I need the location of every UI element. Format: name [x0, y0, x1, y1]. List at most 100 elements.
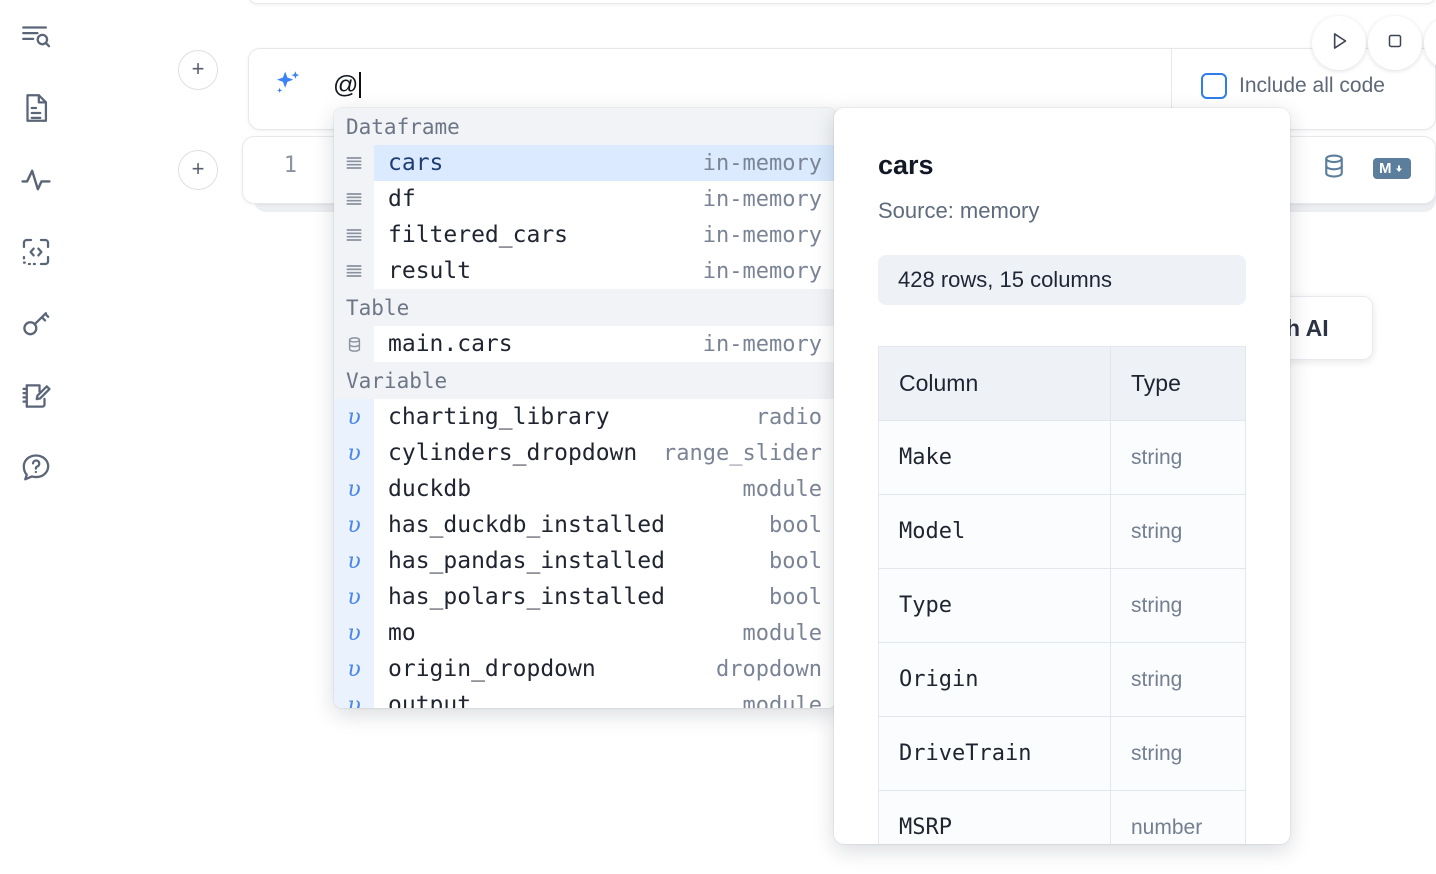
rail-item-snippets[interactable] [14, 230, 58, 274]
completion-item-has-duckdb-installed[interactable]: υ has_duckdb_installed bool [334, 507, 836, 543]
completion-item-has-polars-installed[interactable]: υ has_polars_installed bool [334, 579, 836, 615]
add-cell-below-button[interactable]: + [178, 150, 218, 190]
rail-item-activity[interactable] [14, 158, 58, 202]
completion-item-type: in-memory [702, 150, 822, 176]
dataframe-rows-icon [334, 181, 374, 217]
completion-item-type: in-memory [702, 331, 822, 357]
add-cell-above-label: + [191, 56, 205, 81]
completion-item-name: main.cars [388, 331, 513, 357]
database-icon[interactable] [1319, 151, 1349, 186]
run-cell-button[interactable] [1312, 16, 1366, 70]
cell-column-name: Type [878, 568, 1110, 642]
rail-item-outline-search[interactable] [14, 14, 58, 58]
more-actions-button[interactable] [1424, 16, 1436, 70]
cell-column-type: string [1110, 568, 1246, 642]
text-caret [359, 72, 362, 98]
dataframe-rows-icon [334, 217, 374, 253]
dataframe-rows-icon [334, 253, 374, 289]
completion-item-name: output [388, 692, 472, 708]
left-icon-rail [0, 0, 72, 874]
help-chat-icon [19, 451, 53, 485]
table-header-row: Column Type [878, 346, 1246, 420]
completion-item-mo[interactable]: υ mo module [334, 615, 836, 651]
completion-item-name: duckdb [388, 476, 472, 502]
completion-item-output[interactable]: υ output module [334, 687, 836, 708]
completion-item-type: in-memory [702, 222, 822, 248]
completion-item-name: mo [388, 620, 416, 646]
completion-item-type: module [742, 476, 822, 502]
completion-group-header: Dataframe [334, 108, 836, 145]
cell-toolbar: M [1319, 151, 1411, 186]
cell-column-name: Origin [878, 642, 1110, 716]
rail-item-secrets[interactable] [14, 302, 58, 346]
completion-item-has-pandas-installed[interactable]: υ has_pandas_installed bool [334, 543, 836, 579]
ai-prompt-input[interactable]: @ [333, 71, 362, 100]
file-text-icon [19, 91, 53, 125]
code-snippets-icon [19, 235, 53, 269]
completion-item-name: charting_library [388, 404, 610, 430]
variable-upsilon-icon: υ [334, 687, 374, 708]
markdown-icon[interactable]: M [1373, 158, 1411, 179]
outline-search-icon [19, 19, 53, 53]
completion-item-origin-dropdown[interactable]: υ origin_dropdown dropdown [334, 651, 836, 687]
completion-item-name: has_duckdb_installed [388, 512, 665, 538]
completion-item-name: origin_dropdown [388, 656, 596, 682]
completion-item-cylinders-dropdown[interactable]: υ cylinders_dropdown range_slider [334, 435, 836, 471]
cell-column-name: DriveTrain [878, 716, 1110, 790]
completion-item-df[interactable]: df in-memory [334, 181, 836, 217]
completion-item-type: radio [755, 404, 822, 430]
include-all-code-option[interactable]: Include all code [1201, 73, 1385, 99]
stop-cell-button[interactable] [1368, 16, 1422, 70]
variable-upsilon-icon: υ [334, 471, 374, 507]
rail-item-help[interactable] [14, 446, 58, 490]
completion-item-type: dropdown [716, 656, 822, 682]
variable-upsilon-icon: υ [334, 615, 374, 651]
preview-title: cars [878, 150, 934, 180]
completion-item-type: module [742, 692, 822, 709]
completion-item-type: in-memory [702, 258, 822, 284]
stop-square-icon [1383, 29, 1407, 58]
completion-item-cars[interactable]: cars in-memory [334, 145, 836, 181]
completion-item-filtered-cars[interactable]: filtered_cars in-memory [334, 217, 836, 253]
completion-item-name: cars [388, 150, 444, 176]
completion-item-type: module [742, 620, 822, 646]
completion-item-name: has_polars_installed [388, 584, 665, 610]
variable-completion-dropdown[interactable]: Dataframe cars in-memory df in-memory [334, 108, 836, 708]
completion-item-type: bool [769, 512, 822, 538]
variable-upsilon-icon: υ [334, 579, 374, 615]
completion-item-name: has_pandas_installed [388, 548, 665, 574]
column-header-column: Column [878, 346, 1110, 420]
completion-item-main-cars[interactable]: main.cars in-memory [334, 326, 836, 362]
completion-item-type: in-memory [702, 186, 822, 212]
completion-item-type: range_slider [663, 440, 822, 466]
completion-item-result[interactable]: result in-memory [334, 253, 836, 289]
completion-item-name: cylinders_dropdown [388, 440, 638, 466]
cell-column-type: string [1110, 716, 1246, 790]
database-icon [334, 326, 374, 362]
preview-shape-badge: 428 rows, 15 columns [878, 255, 1246, 305]
completion-item-charting-library[interactable]: υ charting_library radio [334, 399, 836, 435]
preview-source: Source: memory [878, 198, 1040, 223]
dataset-preview-panel: cars Source: memory 428 rows, 15 columns… [834, 108, 1290, 844]
rail-item-files[interactable] [14, 86, 58, 130]
variable-upsilon-icon: υ [334, 435, 374, 471]
preview-schema-table: Column Type Make string Model string Typ… [878, 346, 1246, 844]
variable-upsilon-icon: υ [334, 399, 374, 435]
completion-item-duckdb[interactable]: υ duckdb module [334, 471, 836, 507]
rail-item-scratchpad[interactable] [14, 374, 58, 418]
cell-column-type: string [1110, 420, 1246, 494]
table-row: Model string [878, 494, 1246, 568]
markdown-letter: M [1379, 160, 1392, 177]
completion-item-type: bool [769, 548, 822, 574]
add-cell-above-button[interactable]: + [178, 50, 218, 90]
include-all-code-checkbox[interactable] [1201, 73, 1227, 99]
completion-group-header: Table [334, 289, 836, 326]
completion-group-header: Variable [334, 362, 836, 399]
variable-upsilon-icon: υ [334, 543, 374, 579]
table-row: DriveTrain string [878, 716, 1246, 790]
table-row: MSRP number [878, 790, 1246, 844]
completion-item-name: df [388, 186, 416, 212]
variable-upsilon-icon: υ [334, 507, 374, 543]
previous-cell-partial [248, 0, 1436, 4]
